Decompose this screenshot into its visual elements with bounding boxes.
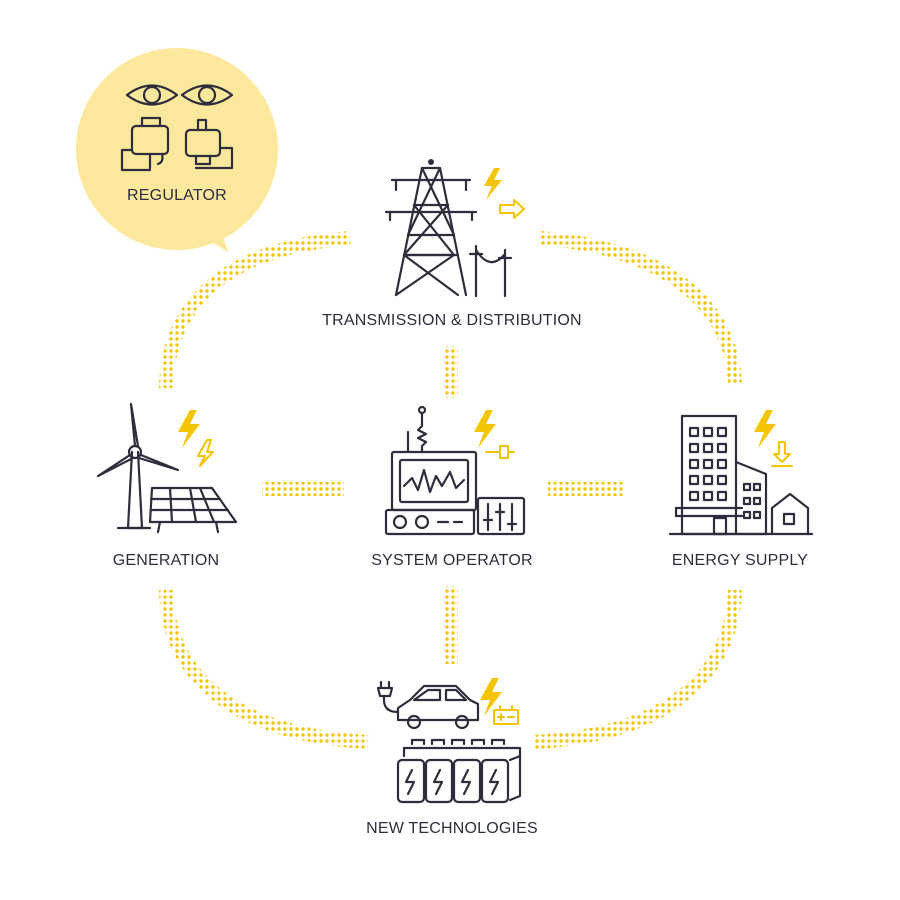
connector-operator-up — [444, 346, 458, 398]
regulator-label: REGULATOR — [127, 187, 227, 204]
wind-turbine-icon — [96, 402, 180, 530]
control-console-icon — [384, 450, 526, 536]
lightning-bolt-icon — [754, 410, 776, 448]
lightning-bolt-icon — [484, 168, 502, 200]
energy-supply-node: ENERGY SUPPLY — [668, 410, 814, 569]
connector-generation-to-transmission — [159, 231, 351, 389]
transmission-label: TRANSMISSION & DISTRIBUTION — [322, 312, 582, 329]
house-icon — [770, 492, 810, 536]
eye-icon — [125, 84, 179, 106]
battery-pack-icon — [396, 738, 522, 804]
connector-operator-right — [548, 482, 624, 496]
office-building-icon — [668, 414, 814, 536]
new-technologies-node: NEW TECHNOLOGIES — [366, 678, 538, 837]
solar-panel-icon — [148, 486, 238, 534]
new-technologies-label: NEW TECHNOLOGIES — [366, 820, 538, 837]
plug-icon — [485, 445, 515, 459]
antenna-icon — [406, 405, 428, 454]
regulator-bubble — [76, 48, 278, 250]
arrow-down-icon — [771, 441, 793, 467]
lightning-bolt-icon — [178, 410, 200, 448]
handshake-icon — [120, 116, 234, 172]
power-poles-icon — [468, 244, 513, 298]
connector-operator-left — [262, 482, 344, 496]
system-operator-node: SYSTEM OPERATOR — [371, 405, 533, 569]
system-operator-label: SYSTEM OPERATOR — [371, 552, 533, 569]
generation-node: GENERATION — [96, 402, 238, 569]
transmission-node: TRANSMISSION & DISTRIBUTION — [322, 159, 582, 329]
generation-label: GENERATION — [113, 552, 220, 569]
eye-icon — [180, 84, 234, 106]
lightning-bolt-icon — [197, 439, 214, 467]
connector-transmission-to-energy-supply — [539, 231, 742, 386]
connector-new-technologies-to-generation — [159, 589, 369, 749]
regulator-bubble-tail — [205, 226, 228, 252]
outer-connectors — [159, 231, 742, 749]
inner-connectors — [262, 346, 624, 664]
battery-icon — [493, 705, 519, 725]
energy-supply-label: ENERGY SUPPLY — [672, 552, 808, 569]
connector-energy-supply-to-new-technologies — [534, 589, 742, 749]
connector-operator-down — [444, 586, 458, 664]
power-tower-icon — [384, 159, 478, 297]
arrow-right-icon — [499, 199, 525, 219]
regulator-node: REGULATOR — [76, 48, 278, 252]
lightning-bolt-icon — [474, 410, 496, 448]
lightning-bolt-icon — [480, 678, 502, 716]
electric-car-icon — [376, 680, 480, 730]
